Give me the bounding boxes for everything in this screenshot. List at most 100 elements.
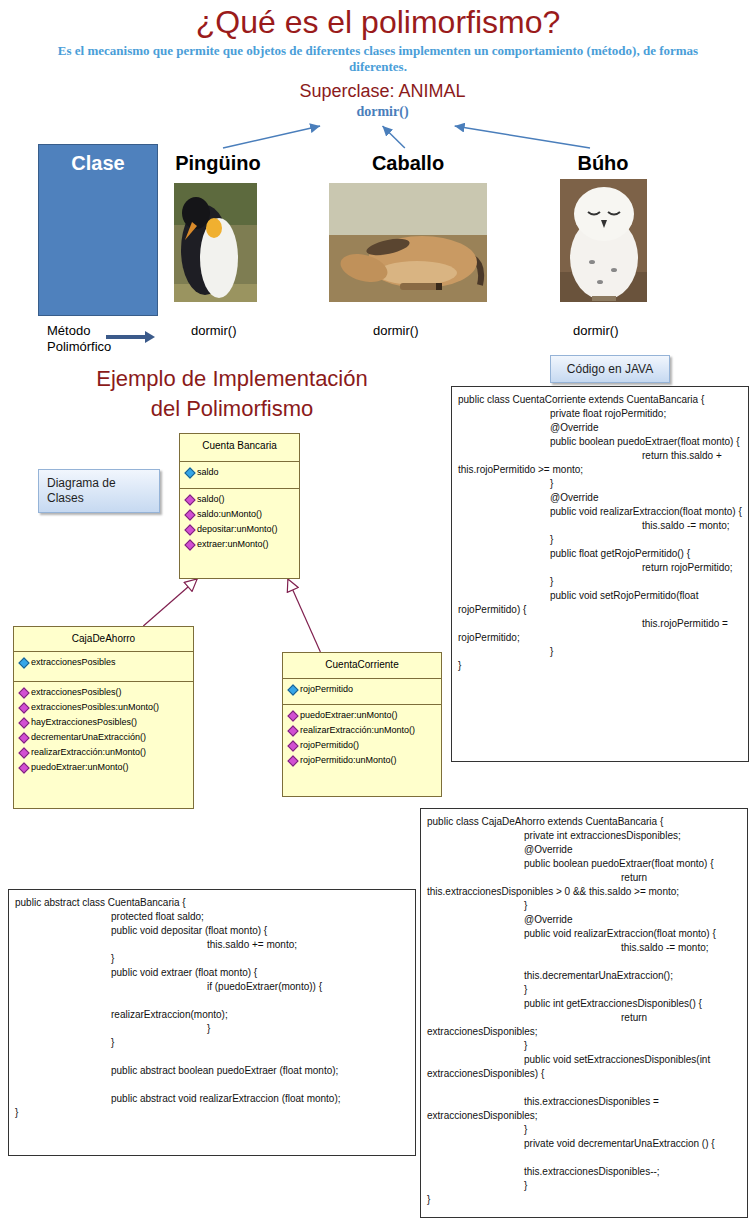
code-box: public abstract class CuentaBancaria {pr…: [8, 889, 416, 1156]
horse-photo: [329, 183, 487, 302]
code-line: }: [427, 899, 741, 913]
code-line: public abstract class CuentaBancaria {: [15, 896, 409, 910]
method-label: dormir(): [373, 323, 419, 339]
code-line: return extraccionesDisponibles;: [427, 1011, 741, 1039]
code-line: public float getRojoPermitido() {: [458, 547, 742, 561]
callout-text: Diagrama de Clases: [47, 476, 133, 506]
uml-compartment: extraccionesPosibles()extraccionesPosibl…: [14, 681, 193, 808]
class-label: Clase: [39, 151, 157, 175]
label-slot: dormir(): [573, 323, 619, 339]
horse-leg: [400, 283, 440, 290]
code-line: }: [427, 1193, 741, 1207]
arrow-line: [383, 126, 405, 148]
method: depositar:unMonto(): [180, 522, 293, 537]
owl-photo: [560, 179, 647, 302]
owl-eyes: [588, 212, 620, 215]
code-line: public int getExtraccionesDisponibles() …: [427, 997, 741, 1011]
uml-compartment: saldo()saldo:unMonto()depositar:unMonto(…: [180, 488, 299, 578]
code-line: this.rojoPermitido = rojoPermitido;: [458, 617, 742, 645]
code-line: @Override: [458, 421, 742, 435]
code-line: if (puedoExtraer(monto)) {: [15, 980, 409, 994]
code-line: this.decrementarUnaExtraccion();: [427, 969, 741, 983]
uml-compartment: CuentaCorriente: [283, 653, 441, 678]
animal-name: Búho: [553, 151, 653, 175]
code-line: public void realizarExtraccion(float mon…: [458, 505, 742, 519]
uml-compartment: puedoExtraer:unMonto()realizarExtracción…: [283, 704, 441, 796]
code-line: @Override: [458, 491, 742, 505]
callout-text: Código en JAVA: [555, 362, 665, 377]
penguin-beak: [185, 222, 197, 240]
animal-card: Búho: [553, 148, 653, 302]
photo-background: [560, 179, 647, 302]
code-line: this.saldo -= monto;: [458, 519, 742, 533]
code-line: @Override: [427, 913, 741, 927]
attribute: saldo: [180, 465, 293, 480]
page-title: ¿Qué es el polimorfismo?: [0, 3, 756, 41]
side-label: Método Polimórfico: [47, 323, 119, 355]
code-line: }: [427, 1179, 741, 1193]
method: decrementarUnaExtracción(): [14, 730, 187, 745]
penguin-belly: [200, 218, 238, 298]
uml-compartment: extraccionesPosibles: [14, 651, 193, 681]
code-line: }: [15, 1022, 409, 1036]
code-line: public void depositar (float monto) {: [15, 924, 409, 938]
code-line: this.extraccionesDisponibles--;: [427, 1165, 741, 1179]
photo-sky: [329, 183, 487, 302]
attribute: rojoPermitido: [283, 682, 435, 697]
method: realizarExtracción:unMonto(): [14, 745, 187, 760]
arrow-head: [145, 331, 155, 343]
label-slot: Ejemplo de Implementación del Polimorfis…: [82, 364, 382, 424]
method: puedoExtraer:unMonto(): [283, 708, 435, 723]
owl-beak: [601, 220, 607, 228]
method: realizarExtracción:unMonto(): [283, 723, 435, 738]
arrow-line: [223, 126, 320, 148]
penguin-head: [182, 197, 210, 229]
code-line: public class CajaDeAhorro extends Cuenta…: [427, 815, 741, 829]
code-line: return this.extraccionesDisponibles > 0 …: [427, 871, 741, 899]
code-line: this.saldo -= monto;: [427, 941, 741, 955]
penguin-neck-patch: [206, 218, 222, 238]
code-box: public class CuentaCorriente extends Cue…: [451, 386, 749, 762]
code-line: public boolean puedoExtraer(float monto)…: [427, 857, 741, 871]
method-label: dormir(): [573, 323, 619, 339]
uml-compartment: rojoPermitido: [283, 678, 441, 704]
code-line: this.saldo += monto;: [15, 938, 409, 952]
code-line: }: [427, 1039, 741, 1053]
animal-card: Pingüino: [168, 148, 268, 302]
horse-belly: [377, 261, 457, 285]
inheritance-line: [143, 579, 197, 626]
code-line: }: [15, 1036, 409, 1050]
owl-head: [574, 187, 634, 241]
animal-name: Caballo: [329, 151, 487, 175]
owl-feet: [592, 296, 616, 301]
superclass-text: Superclase: ANIMAL: [285, 80, 480, 102]
code-line: @Override: [427, 843, 741, 857]
method: extraccionesPosibles(): [14, 685, 187, 700]
code-line: private int extraccionesDisponibles;: [427, 829, 741, 843]
method-arrow: [106, 331, 155, 343]
animal-card: Caballo: [329, 148, 487, 302]
label-slot: Método Polimórfico: [47, 323, 119, 355]
code-line: return this.saldo + this.rojoPermitido >…: [458, 449, 742, 477]
owl-spot: [611, 268, 617, 272]
code-line: public abstract boolean puedoExtraer (fl…: [15, 1064, 409, 1078]
code-line: }: [427, 983, 741, 997]
uml-class: CajaDeAhorroextraccionesPosiblesextracci…: [13, 626, 194, 809]
code-line: }: [458, 533, 742, 547]
code-line: private void decrementarUnaExtraccion ()…: [427, 1137, 741, 1151]
owl-spot: [597, 280, 603, 284]
superclass-text: dormir(): [285, 102, 480, 122]
owl-spot: [589, 260, 595, 264]
code-line: }: [458, 659, 742, 673]
code-box: public class CajaDeAhorro extends Cuenta…: [420, 808, 748, 1218]
code-line: public void realizarExtraccion(float mon…: [427, 927, 741, 941]
uml-class: Cuenta Bancariasaldosaldo()saldo:unMonto…: [179, 433, 300, 579]
uml-compartment: saldo: [180, 461, 299, 488]
code-line: public void setExtraccionesDisponibles(i…: [427, 1053, 741, 1081]
code-line: public void extraer (float monto) {: [15, 966, 409, 980]
code-line: }: [15, 952, 409, 966]
section-heading: Ejemplo de Implementación del Polimorfis…: [82, 364, 382, 424]
uml-class: CuentaCorriente rojoPermitido puedoExtraer…: [282, 652, 442, 797]
photo-ground: [329, 235, 487, 302]
code-line: private float rojoPermitido;: [458, 407, 742, 421]
